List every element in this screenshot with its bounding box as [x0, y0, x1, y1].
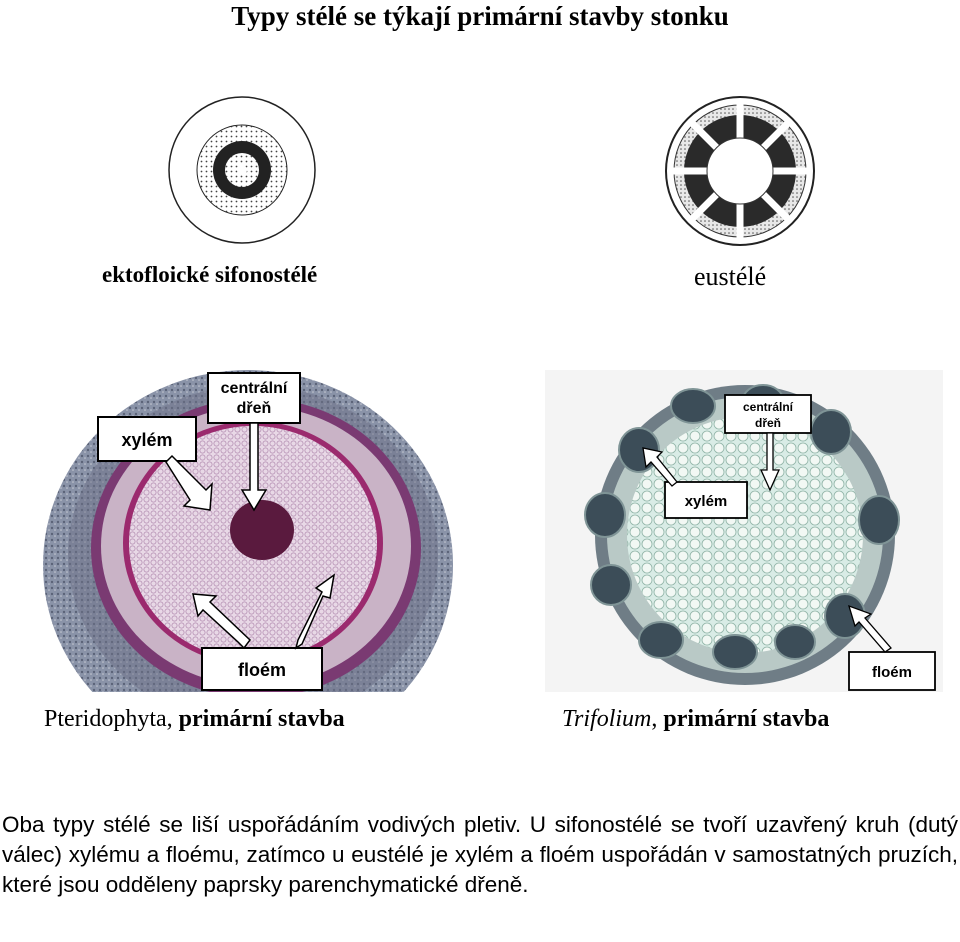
- siphonostele-label: ektofloické sifonostélé: [102, 262, 318, 287]
- trifolium-caption: Trifolium, primární stavba: [562, 706, 830, 732]
- left-arrows: [165, 422, 336, 650]
- explanation-paragraph: Oba typy stélé se liší uspořádáním vodiv…: [2, 812, 958, 897]
- left-xylem-label: xylém: [121, 430, 172, 450]
- right-pith-label-line1: centrální: [743, 400, 794, 414]
- right-pith-label-line2: dřeň: [755, 416, 781, 430]
- trifolium-micrograph: centrální dřeň xylém floém: [545, 370, 943, 692]
- siphonostele-diagram: [168, 96, 316, 244]
- right-phloem-label: floém: [872, 664, 912, 681]
- vascular-bundles: [584, 384, 900, 670]
- right-xylem-label: xylém: [685, 493, 728, 510]
- left-phloem-label: floém: [238, 660, 286, 680]
- eustele-diagram: [665, 96, 815, 246]
- eustele-label: eustélé: [694, 262, 767, 291]
- right-arrows: [642, 432, 892, 653]
- pteridophyta-micrograph: centrální dřeň xylém floém: [38, 370, 460, 692]
- left-pith-label-line2: dřeň: [237, 400, 272, 417]
- page-title: Typy stélé se týkají primární stavby sto…: [231, 1, 729, 31]
- pteridophyta-caption: Pteridophyta, primární stavba: [44, 706, 345, 732]
- left-pith-label-line1: centrální: [221, 380, 288, 397]
